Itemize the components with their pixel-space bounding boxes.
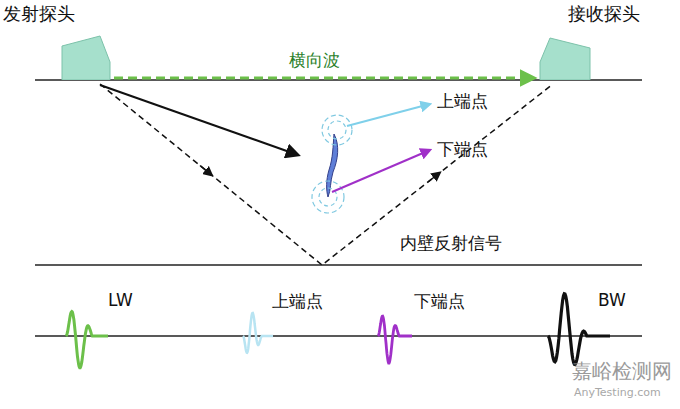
upper-tip-arrow [347, 104, 430, 126]
ascan-baseline [35, 335, 642, 336]
probe: 接收探头 [536, 36, 592, 80]
probe-body [536, 36, 592, 80]
beam-arrow [100, 85, 298, 155]
tip-label: 上端点 [437, 90, 488, 113]
backwall-path [100, 84, 553, 265]
path-arrow [428, 173, 440, 183]
lower-tip-arrow [332, 150, 430, 192]
ascan-signal [378, 316, 412, 363]
tip-label: 下端点 [437, 138, 488, 161]
path-arrow [200, 166, 212, 176]
wave-label: LW [108, 290, 133, 310]
watermark: 嘉峪检测网 [572, 358, 672, 385]
wave-label: BW [598, 290, 626, 310]
wave-label: 下端点 [414, 290, 465, 313]
diffraction-ring [312, 181, 344, 213]
diffraction-ring [328, 121, 346, 139]
diffraction-ring [322, 115, 352, 145]
ascan-signal [66, 312, 108, 368]
probe-body [60, 34, 112, 80]
inner-wall [35, 264, 642, 265]
ascan-signal [243, 313, 273, 353]
probe: 发射探头 [60, 34, 112, 80]
probe-label: 接收探头 [568, 2, 640, 26]
signal-label: 内壁反射信号 [400, 232, 502, 255]
wave-label: 上端点 [272, 290, 323, 313]
watermark: AnyTesting.com [574, 386, 661, 399]
probe-label: 发射探头 [3, 2, 75, 26]
lateral-wave [114, 77, 534, 80]
edge-label: 横向波 [286, 49, 343, 72]
